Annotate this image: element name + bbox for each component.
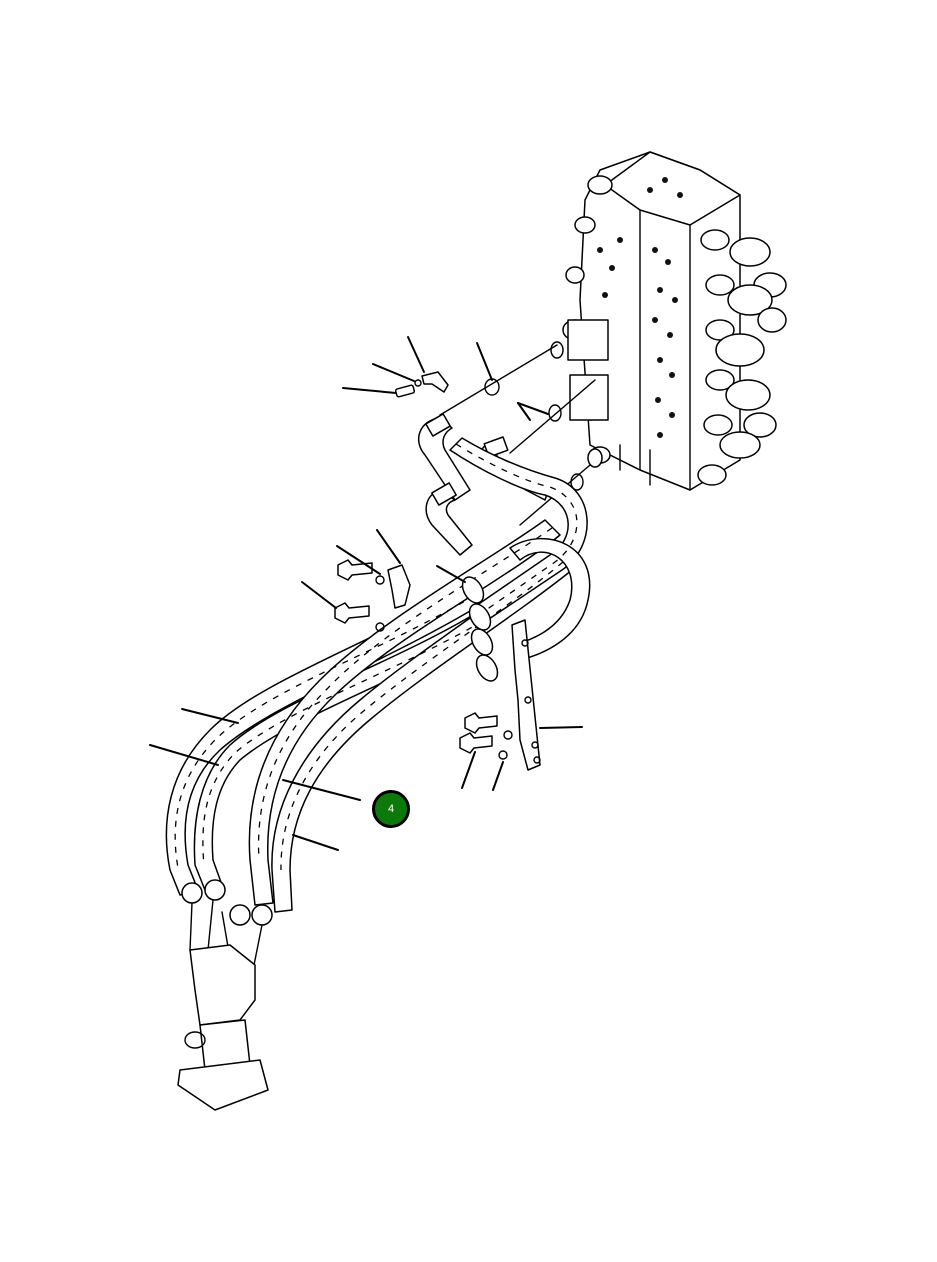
middle-clamp-bolts	[334, 559, 411, 632]
control-valve-block	[550, 151, 787, 491]
mounting-bracket	[459, 619, 541, 771]
callout-badge-4[interactable]: 4	[372, 790, 410, 828]
o-rings	[439, 344, 596, 526]
leader-lines	[149, 336, 583, 851]
callout-badge-label: 4	[387, 803, 395, 815]
swivel-joint	[177, 879, 273, 1111]
hydraulic-hoses	[165, 437, 591, 913]
